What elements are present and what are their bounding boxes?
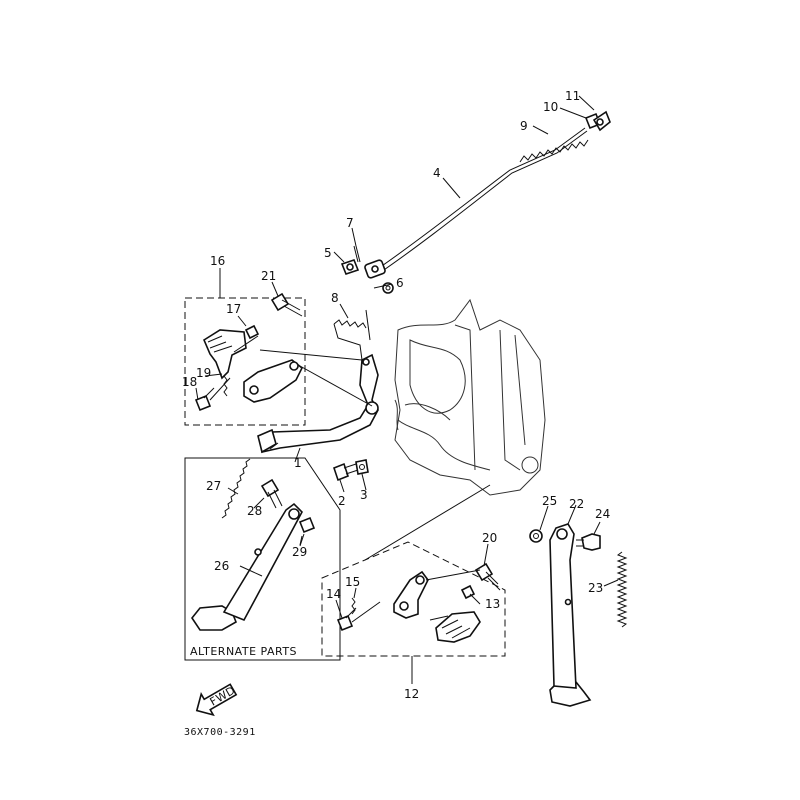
sidestand-22: [549, 523, 592, 707]
callout-10: 10: [543, 100, 558, 114]
spring-23: [616, 551, 628, 628]
callout-27: 27: [206, 479, 221, 493]
brake-pedal: [257, 353, 379, 454]
callout-5: 5: [324, 246, 332, 260]
callout-28: 28: [247, 504, 262, 518]
callout-1: 1: [294, 456, 302, 470]
callout-23: 23: [588, 581, 603, 595]
nut-25: [529, 529, 543, 543]
callout-29: 29: [292, 545, 307, 559]
leader-lines: [195, 95, 619, 619]
pin-5: [340, 259, 360, 275]
callout-22: 22: [569, 497, 584, 511]
diagram-code: 36X700-3291: [184, 727, 256, 738]
callout-11: 11: [565, 89, 580, 103]
callout-20: 20: [482, 531, 497, 545]
callout-12: 12: [404, 687, 419, 701]
callout-17: 17: [226, 302, 241, 316]
callout-7: 7: [346, 216, 354, 230]
engine-frame-outline: [394, 298, 546, 496]
alternate-parts-label: ALTERNATE PARTS: [190, 645, 297, 658]
callout-13: 13: [485, 597, 500, 611]
footrest-group-12: [321, 484, 506, 684]
callout-15: 15: [345, 575, 360, 589]
fwd-label: FWD: [208, 684, 238, 709]
fwd-arrow-icon: FWD: [195, 683, 238, 717]
cotter-pin-7: [353, 245, 361, 263]
callout-2: 2: [338, 494, 346, 508]
callout-18: 18: [182, 375, 197, 389]
alternate-parts-box: [184, 457, 341, 661]
callout-8: 8: [331, 291, 339, 305]
callout-4: 4: [433, 166, 441, 180]
return-spring-8: [333, 309, 371, 361]
callout-19: 19: [196, 366, 211, 380]
callout-16: 16: [210, 254, 225, 268]
brake-rod: [364, 110, 611, 279]
callout-6: 6: [396, 276, 404, 290]
callout-21: 21: [261, 269, 276, 283]
callout-9: 9: [520, 119, 528, 133]
callout-26: 26: [214, 559, 229, 573]
footrest-group-16: [184, 268, 373, 426]
callout-24: 24: [595, 507, 610, 521]
callout-labels: 1 2 3 4 5 6 7 8 9 10 11 12 13 14 15 16 1…: [182, 89, 610, 701]
callout-3: 3: [360, 488, 368, 502]
bolt-24: [576, 533, 601, 551]
callout-25: 25: [542, 494, 557, 508]
callout-14: 14: [326, 587, 341, 601]
nut-3: [355, 459, 369, 475]
